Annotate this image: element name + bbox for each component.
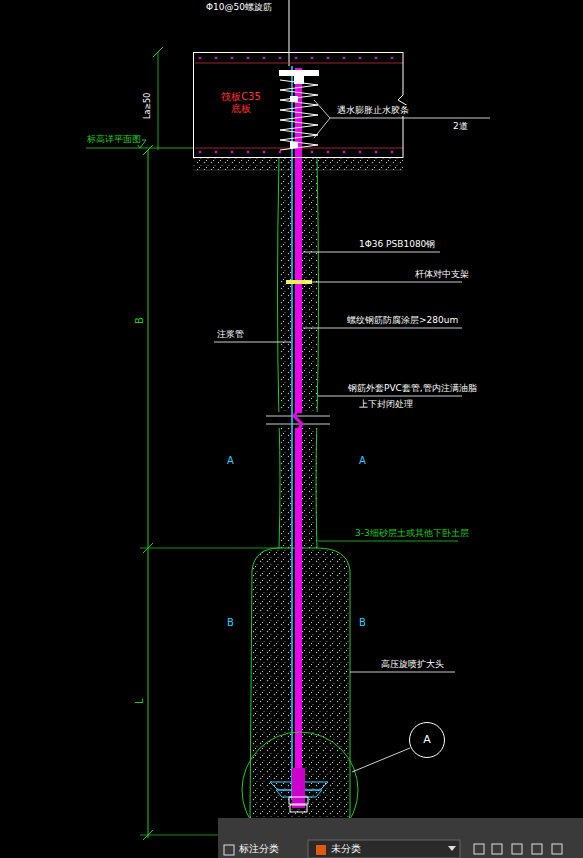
dimension-label: B — [134, 316, 145, 325]
pvc-note: 上下封闭处理 — [358, 399, 414, 410]
elevation-note: 标高详平面图 — [86, 134, 142, 145]
grout-pipe-note: 注浆管 — [216, 329, 245, 340]
pvc-note: 钢筋外套PVC套管,管内注满油脂 — [347, 383, 478, 394]
coating-note: 螺纹钢筋防腐涂层>280um — [346, 315, 459, 326]
toolbar-value: 未分类 — [330, 843, 362, 854]
waterstop-note: 遇水膨胀止水胶条 — [336, 105, 410, 116]
detail-callout: A — [409, 722, 445, 758]
section-mark: A — [358, 455, 367, 466]
toolbar-label: 标注分类 — [238, 843, 280, 854]
waterstop-count: 2道 — [452, 121, 469, 132]
soil-layer-note: 3-3细砂层土或其他下卧土层 — [354, 528, 470, 539]
section-mark: B — [358, 617, 367, 628]
rod-spec: 1Φ36 PSB1080钢 — [358, 239, 436, 250]
enlarged-head-note: 高压旋喷扩大头 — [380, 659, 445, 670]
node-text: A — [410, 733, 444, 746]
thickness-dim: La≥50 — [142, 92, 153, 120]
section-mark: B — [226, 617, 235, 628]
dimension-label: L — [134, 697, 145, 705]
node-text: 筏板C35 底板 — [216, 91, 266, 115]
rebar-note: Φ10@50螺旋筋 — [205, 2, 273, 13]
centraliser-note: 杆体对中支架 — [414, 269, 470, 280]
section-mark: A — [226, 455, 235, 466]
